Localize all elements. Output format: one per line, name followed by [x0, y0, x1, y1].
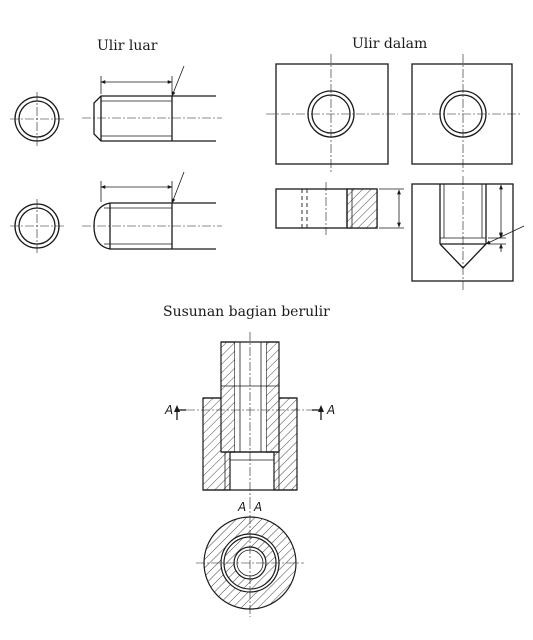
section-mark-right: A	[326, 403, 335, 417]
section-mark-a1: A	[237, 500, 246, 514]
internal-thread-title: Ulir dalam	[352, 36, 427, 52]
assembly-cross-section-a-a: A A	[196, 500, 304, 617]
external-end-view-top	[10, 92, 66, 148]
assembly-section-view: A A	[164, 332, 335, 500]
external-thread-title: Ulir luar	[97, 38, 158, 54]
assembly-title: Susunan bagian berulir	[163, 304, 330, 320]
section-mark-left: A	[164, 403, 173, 417]
external-side-view-rounded	[82, 171, 222, 250]
internal-blind-hole-view	[411, 176, 525, 290]
external-end-view-bottom	[10, 199, 66, 253]
section-mark-a2: A	[253, 500, 262, 514]
internal-plan-view-left	[266, 54, 398, 174]
internal-through-hole-view	[275, 182, 404, 235]
external-side-view-chamfer	[82, 65, 222, 142]
internal-plan-view-right	[402, 54, 522, 174]
